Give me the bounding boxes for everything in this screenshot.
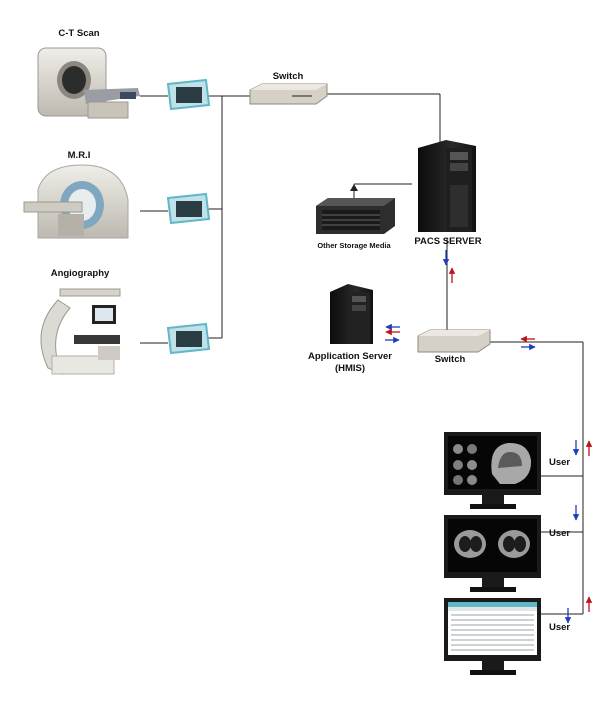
user-monitor-2-image [444, 515, 541, 592]
data-flow-arrows [385, 250, 593, 624]
mri-scanner-image [23, 164, 129, 239]
application-server-image [330, 284, 373, 344]
terminal-ct-image [166, 78, 211, 111]
storage-link-arrow [350, 184, 358, 191]
storage-array-image [316, 198, 395, 234]
user-monitor-3-image [444, 598, 541, 675]
angiography-system-image [40, 288, 121, 375]
pacs-server-label: PACS SERVER [414, 236, 481, 247]
other-storage-label: Other Storage Media [317, 241, 391, 250]
angiography-label: Angiography [51, 268, 110, 279]
switch-bottom-label: Switch [435, 354, 466, 365]
ct-scan-label: C-T Scan [58, 28, 99, 39]
terminal-mri-image [166, 192, 211, 225]
user-1-label: User [549, 457, 570, 468]
app-server-label-line2: (HMIS) [335, 363, 365, 374]
app-server-label-line1: Application Server [308, 351, 392, 362]
pacs-server-image [418, 140, 476, 232]
switch-top-image [249, 83, 328, 105]
switch-bottom-image [417, 329, 491, 353]
ct-scanner-image [37, 47, 140, 119]
terminal-angiography-image [166, 322, 211, 355]
switch-top-label: Switch [273, 71, 304, 82]
user-monitor-1-image [444, 432, 541, 509]
user-2-label: User [549, 528, 570, 539]
user-3-label: User [549, 622, 570, 633]
mri-label: M.R.I [68, 150, 91, 161]
